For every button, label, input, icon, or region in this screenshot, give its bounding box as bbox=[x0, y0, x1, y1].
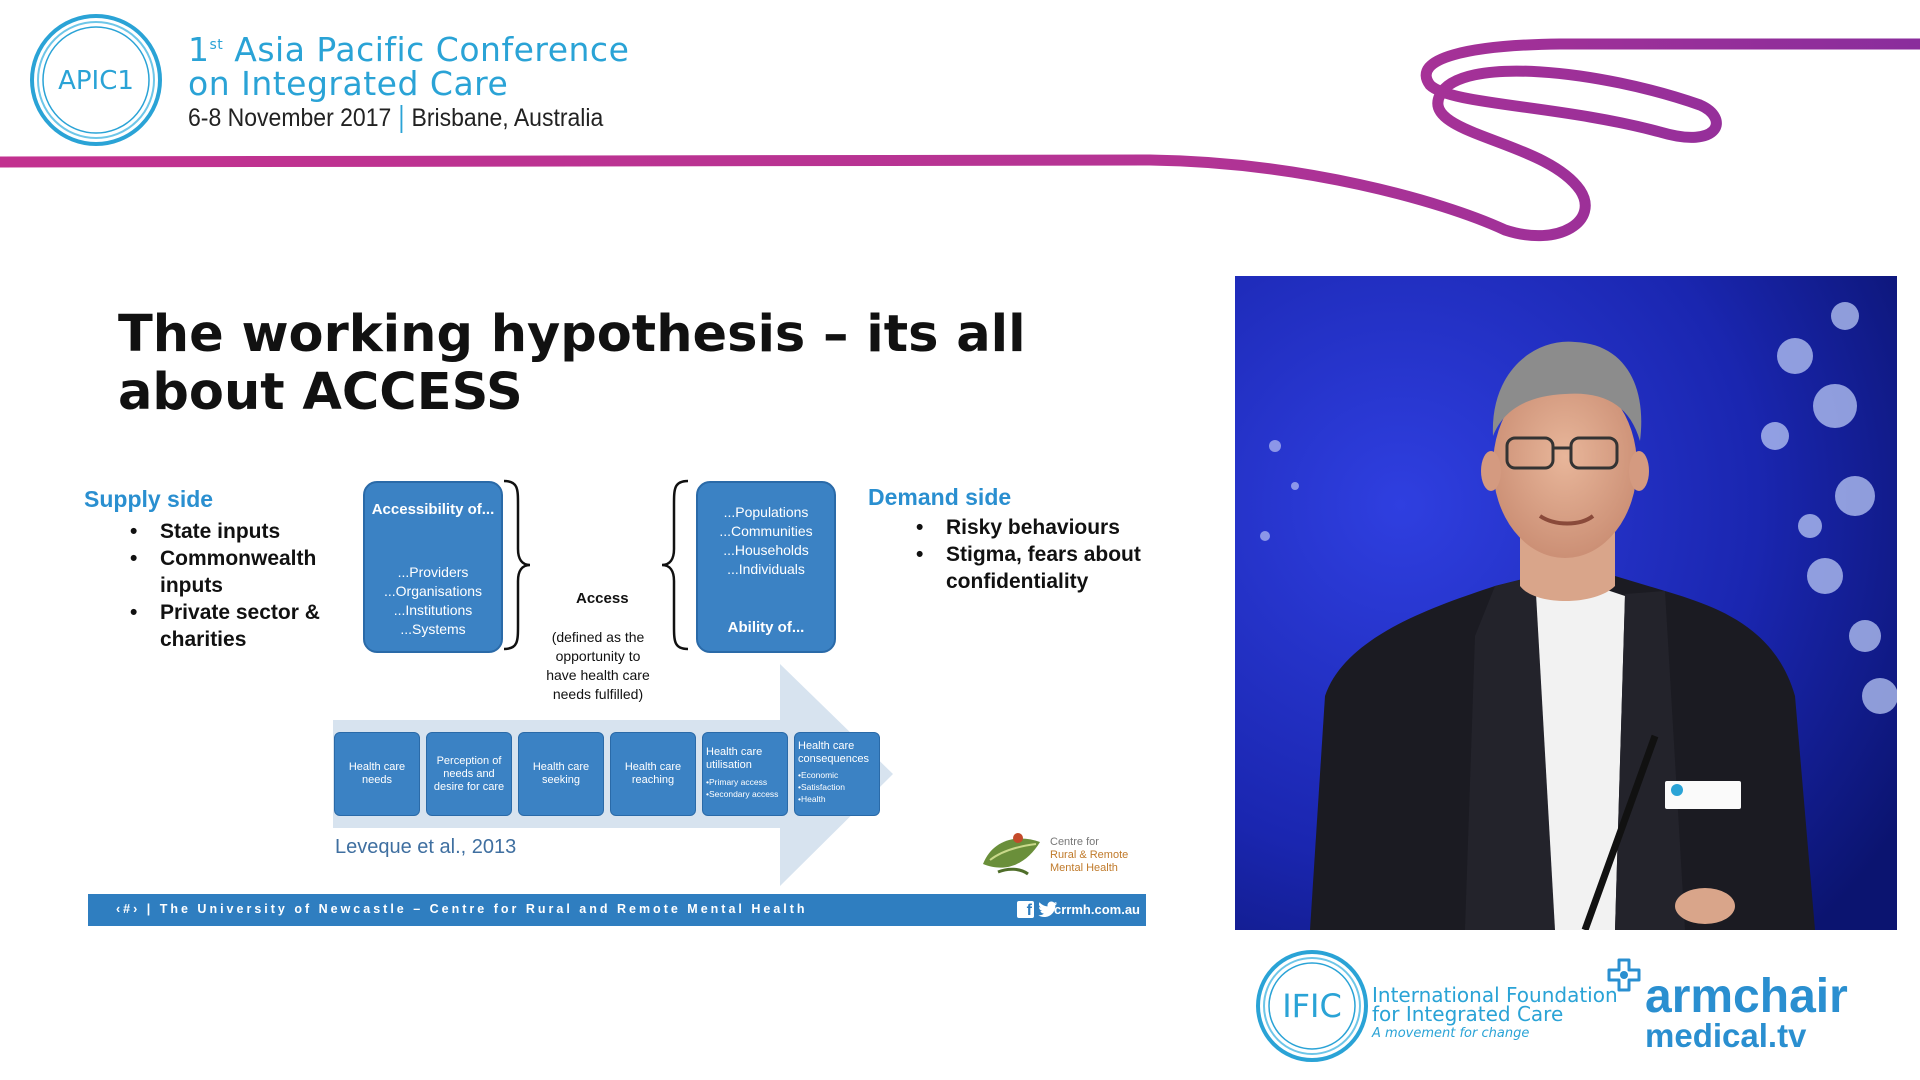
slide-footer-url: crrmh.com.au bbox=[1054, 902, 1140, 917]
armchair-line2: medical.tv bbox=[1645, 1017, 1807, 1054]
twitter-icon bbox=[1038, 901, 1058, 917]
pathway-steps: Health care needs Perception of needs an… bbox=[334, 732, 880, 816]
step-box: Health care needs bbox=[334, 732, 420, 816]
supply-side-list: State inputs Commonwealth inputs Private… bbox=[120, 518, 350, 653]
ific-line1: International Foundation bbox=[1372, 983, 1618, 1007]
armchair-cross-icon bbox=[1607, 958, 1641, 992]
conference-date-location: 6-8 November 2017 Brisbane, Australia bbox=[188, 104, 604, 134]
step-box: Health care consequences •Economic •Sati… bbox=[794, 732, 880, 816]
step-box: Health care utilisation •Primary access … bbox=[702, 732, 788, 816]
ific-tagline: A movement for change bbox=[1372, 1026, 1530, 1041]
ific-line2: for Integrated Care bbox=[1372, 1002, 1564, 1026]
facebook-icon: f bbox=[1017, 901, 1034, 919]
title-line1: Asia Pacific Conference bbox=[223, 30, 630, 69]
crrmh-logo-text: Centre for Rural & Remote Mental Health bbox=[1050, 836, 1129, 874]
speaker-video bbox=[1235, 276, 1897, 930]
step-box: Health care seeking bbox=[518, 732, 604, 816]
list-item: State inputs bbox=[120, 518, 350, 545]
access-definition: (defined as the opportunity to have heal… bbox=[546, 629, 650, 702]
ability-heading: Ability of... bbox=[727, 619, 805, 636]
ability-box: ...Populations ...Communities ...Househo… bbox=[696, 481, 836, 653]
right-brace bbox=[503, 479, 531, 651]
slide-title: The working hypothesis – its all about A… bbox=[118, 306, 1078, 422]
presentation-slide: The working hypothesis – its all about A… bbox=[84, 276, 1146, 926]
ability-lines: ...Populations ...Communities ...Househo… bbox=[719, 504, 813, 577]
ific-logo: IFIC bbox=[1256, 950, 1368, 1062]
crrmh-leaf-logo bbox=[983, 833, 1040, 876]
separator bbox=[400, 105, 403, 134]
apic-logo-text: APIC1 bbox=[58, 66, 134, 96]
step-box: Health care reaching bbox=[610, 732, 696, 816]
demand-side-heading: Demand side bbox=[868, 484, 1012, 510]
armchair-medical-logo: armchair medical.tv bbox=[1645, 970, 1848, 1054]
list-item: Risky behaviours bbox=[906, 514, 1166, 541]
left-brace bbox=[661, 479, 689, 651]
slide-footer-text: ‹#› | The University of Newcastle – Cent… bbox=[116, 902, 808, 916]
title-number: 1 bbox=[188, 30, 210, 69]
slide-title-line2: about ACCESS bbox=[118, 363, 523, 422]
list-item: Commonwealth inputs bbox=[120, 545, 350, 599]
speaker-video-frame bbox=[1235, 276, 1897, 930]
access-label: Access bbox=[576, 590, 629, 607]
slide-footer-bar: ‹#› | The University of Newcastle – Cent… bbox=[88, 894, 1146, 926]
supply-side-heading: Supply side bbox=[84, 486, 214, 512]
conference-title: 1st Asia Pacific Conference on Integrate… bbox=[188, 28, 629, 101]
ific-name: International Foundation for Integrated … bbox=[1372, 983, 1618, 1043]
conference-date: 6-8 November 2017 bbox=[188, 104, 392, 132]
list-item: Private sector & charities bbox=[120, 599, 350, 653]
citation: Leveque et al., 2013 bbox=[335, 836, 517, 858]
accessibility-lines: ...Providers ...Organisations ...Institu… bbox=[383, 564, 483, 637]
slide-title-line1: The working hypothesis – its all bbox=[118, 305, 1026, 364]
title-line2: on Integrated Care bbox=[188, 64, 509, 103]
apic-logo: APIC1 bbox=[30, 14, 162, 146]
accessibility-heading: Accessibility of... bbox=[371, 501, 495, 518]
conference-location: Brisbane, Australia bbox=[411, 104, 604, 132]
header-swoosh-decoration bbox=[0, 38, 1920, 242]
demand-side-list: Risky behaviours Stigma, fears about con… bbox=[906, 514, 1166, 595]
accessibility-box: Accessibility of... ...Providers ...Orga… bbox=[363, 481, 503, 653]
list-item: Stigma, fears about confidentiality bbox=[906, 541, 1166, 595]
ific-logo-text: IFIC bbox=[1282, 987, 1342, 1025]
step-box: Perception of needs and desire for care bbox=[426, 732, 512, 816]
title-superscript: st bbox=[209, 37, 224, 53]
armchair-line1: armchair bbox=[1645, 970, 1848, 1023]
